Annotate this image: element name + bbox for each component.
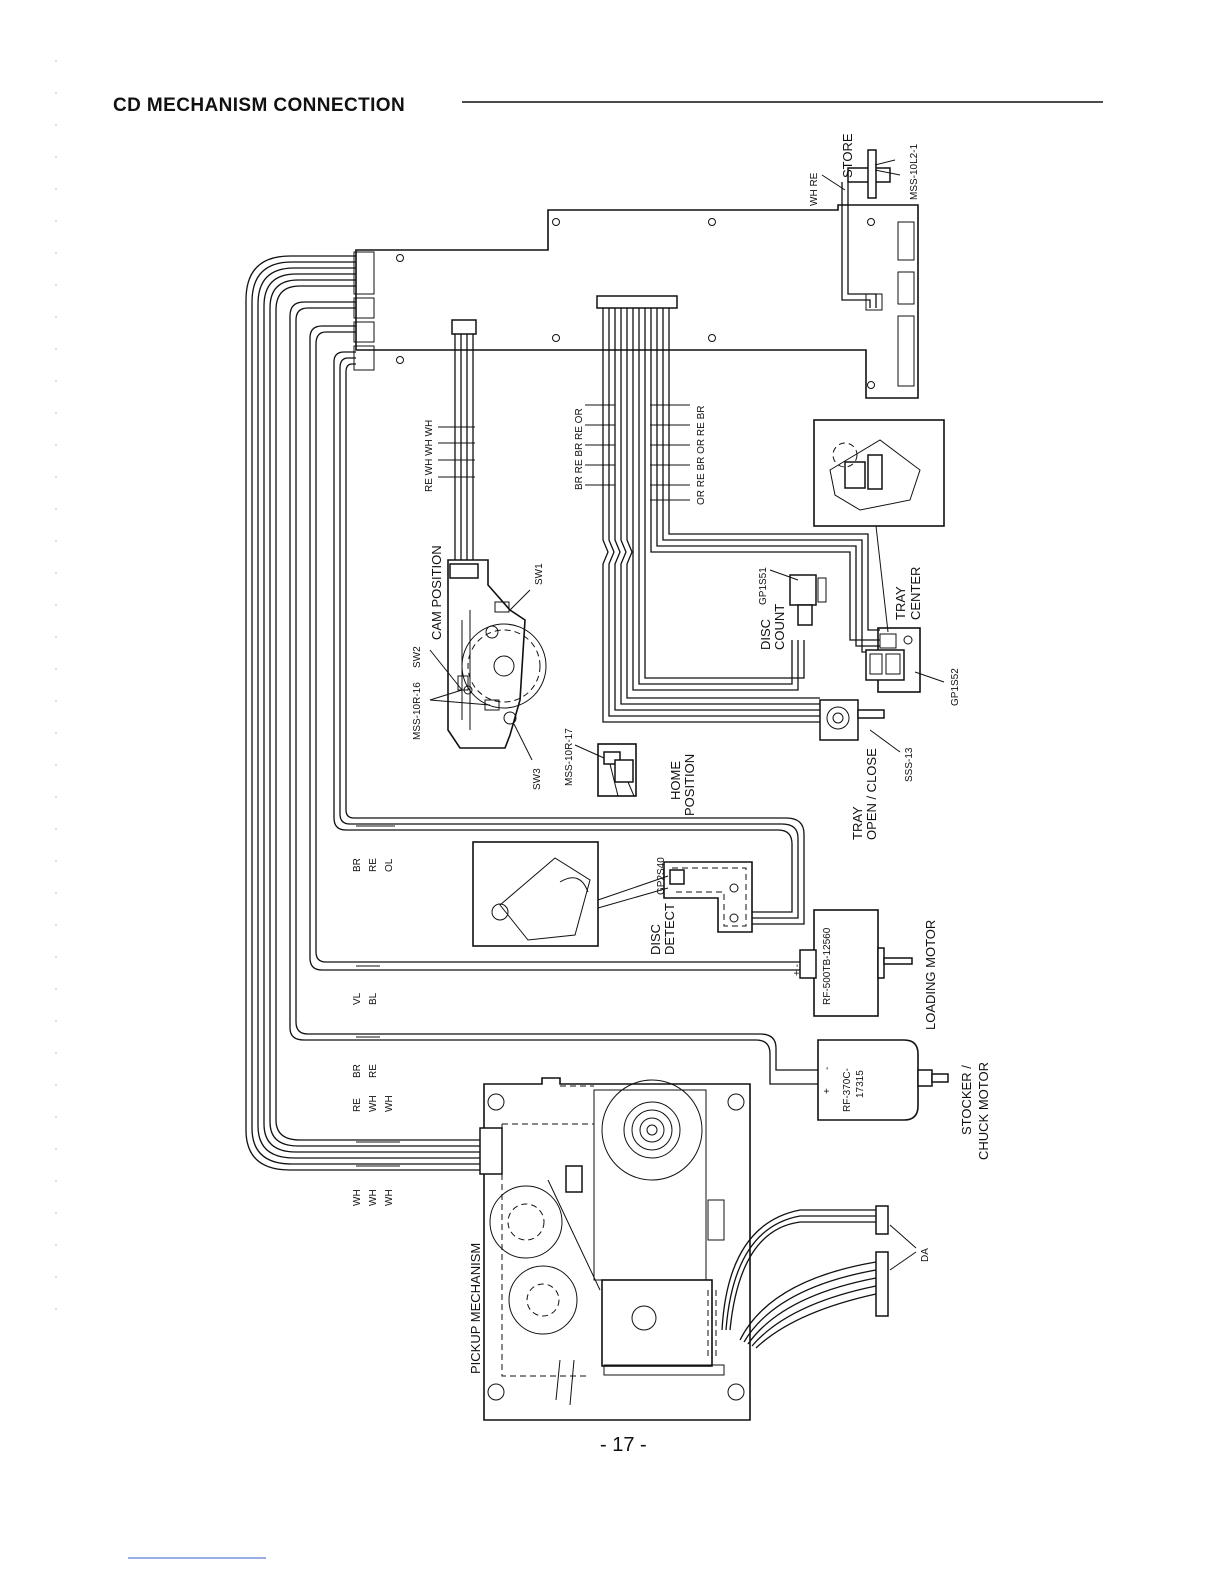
pickup-mechanism bbox=[479, 1077, 751, 1421]
svg-text:BR: BR bbox=[352, 1064, 363, 1078]
tray-center-label-2: CENTER bbox=[908, 567, 923, 620]
svg-text:OL: OL bbox=[384, 858, 395, 872]
disc-detect-part-label: GP2S40 bbox=[656, 857, 667, 895]
loading-motor-polarity: + - bbox=[792, 964, 803, 976]
disc-detect-label-1: DISC bbox=[648, 924, 663, 955]
stocker-part-label-2: 17315 bbox=[855, 1070, 866, 1098]
disc-detect-inset bbox=[472, 841, 599, 947]
stocker-plus: + bbox=[822, 1088, 833, 1094]
tray-center-inset bbox=[813, 419, 945, 527]
store-label: STORE bbox=[840, 133, 855, 178]
cam-wires bbox=[454, 334, 474, 560]
loading-motor-wires bbox=[309, 325, 806, 971]
home-part-label: MSS-10R-17 bbox=[564, 728, 575, 786]
tray-open-close-switch bbox=[819, 699, 885, 741]
tray-open-close-label-1: TRAY bbox=[850, 806, 865, 840]
disc-detect-label-2: DETECT bbox=[662, 903, 677, 955]
flat-connector bbox=[596, 295, 678, 309]
main-pcb bbox=[355, 204, 919, 399]
tray-open-close-label-2: OPEN / CLOSE bbox=[864, 748, 879, 840]
svg-text:VL: VL bbox=[352, 992, 363, 1005]
svg-text:WH: WH bbox=[384, 1095, 395, 1112]
connector-pickup bbox=[353, 251, 375, 295]
stocker-motor-label-1: STOCKER / bbox=[959, 1065, 974, 1135]
cam-position-assembly bbox=[447, 559, 547, 749]
pickup-mechanism-label: PICKUP MECHANISM bbox=[468, 1243, 483, 1374]
disc-count-label-1: DISC bbox=[758, 619, 773, 650]
disc-count-part-label: GP1S51 bbox=[758, 567, 769, 605]
sw3-label: SW3 bbox=[532, 768, 543, 790]
disc-count-sensor bbox=[789, 574, 827, 626]
tray-center-label-1: TRAY bbox=[893, 586, 908, 620]
tray-center-sensor bbox=[865, 627, 921, 693]
svg-text:RE: RE bbox=[368, 1064, 379, 1078]
tray-center-part-label: GP1S52 bbox=[950, 668, 961, 706]
connector-right-wire-label: OR RE BR OR RE BR bbox=[696, 406, 707, 505]
svg-text:WH: WH bbox=[368, 1189, 379, 1206]
stocker-part-label-1: RF-370C- bbox=[842, 1068, 853, 1112]
store-wire-label: WH RE bbox=[809, 172, 820, 206]
svg-text:WH: WH bbox=[368, 1095, 379, 1112]
wire-group-stocker: BR RE bbox=[352, 1036, 380, 1078]
page-number: - 17 - bbox=[600, 1434, 647, 1456]
diagram-title: CD MECHANISM CONNECTION bbox=[113, 95, 405, 116]
svg-text:RE: RE bbox=[368, 858, 379, 872]
store-part-label: MSS-10L2-1 bbox=[909, 143, 920, 200]
svg-text:BL: BL bbox=[368, 992, 379, 1005]
svg-text:RE: RE bbox=[352, 1098, 363, 1112]
sw2-label: SW2 bbox=[412, 646, 423, 668]
disc-detect-sensor bbox=[663, 861, 753, 933]
cam-wire-label: RE WH WH WH bbox=[424, 420, 435, 492]
svg-text:WH: WH bbox=[352, 1189, 363, 1206]
stocker-minus: - bbox=[822, 1067, 833, 1070]
loading-motor bbox=[799, 909, 913, 1017]
da-ribbon-cables bbox=[721, 1205, 917, 1349]
main-flat-cable bbox=[602, 308, 880, 723]
loading-motor-label: LOADING MOTOR bbox=[923, 920, 938, 1030]
connector-detect bbox=[353, 321, 375, 343]
home-position-label-2: POSITION bbox=[682, 754, 697, 816]
cam-connector bbox=[451, 319, 477, 335]
home-position-switch bbox=[597, 743, 637, 797]
wire-group-pickup-lower: WH WH WH bbox=[352, 1165, 400, 1206]
wire-group-disc-detect: BR RE OL bbox=[352, 825, 395, 872]
stocker-motor-wires bbox=[289, 301, 818, 1085]
svg-text:BR: BR bbox=[352, 858, 363, 872]
home-position-label-1: HOME bbox=[668, 761, 683, 800]
disc-detect-wires bbox=[333, 351, 805, 925]
cam-position-label: CAM POSITION bbox=[429, 545, 444, 640]
stocker-motor-label-2: CHUCK MOTOR bbox=[976, 1062, 991, 1160]
sw1-label: SW1 bbox=[534, 563, 545, 585]
stocker-chuck-motor bbox=[817, 1039, 949, 1121]
disc-count-label-2: COUNT bbox=[772, 604, 787, 650]
cam-part-label: MSS-10R-16 bbox=[412, 682, 423, 740]
da-label: DA bbox=[920, 1248, 931, 1262]
tray-open-close-part-label: SSS-13 bbox=[904, 747, 915, 782]
wire-group-loading: VL BL bbox=[352, 965, 380, 1005]
connector-motors bbox=[353, 297, 375, 319]
wire-group-pickup-upper: RE WH WH bbox=[352, 1095, 400, 1143]
svg-text:WH: WH bbox=[384, 1189, 395, 1206]
loading-motor-part-label: RF-500TB-12560 bbox=[822, 927, 833, 1005]
connector-left-wire-label: BR RE BR RE OR bbox=[574, 408, 585, 490]
pickup-cable-bundle bbox=[245, 255, 484, 1171]
